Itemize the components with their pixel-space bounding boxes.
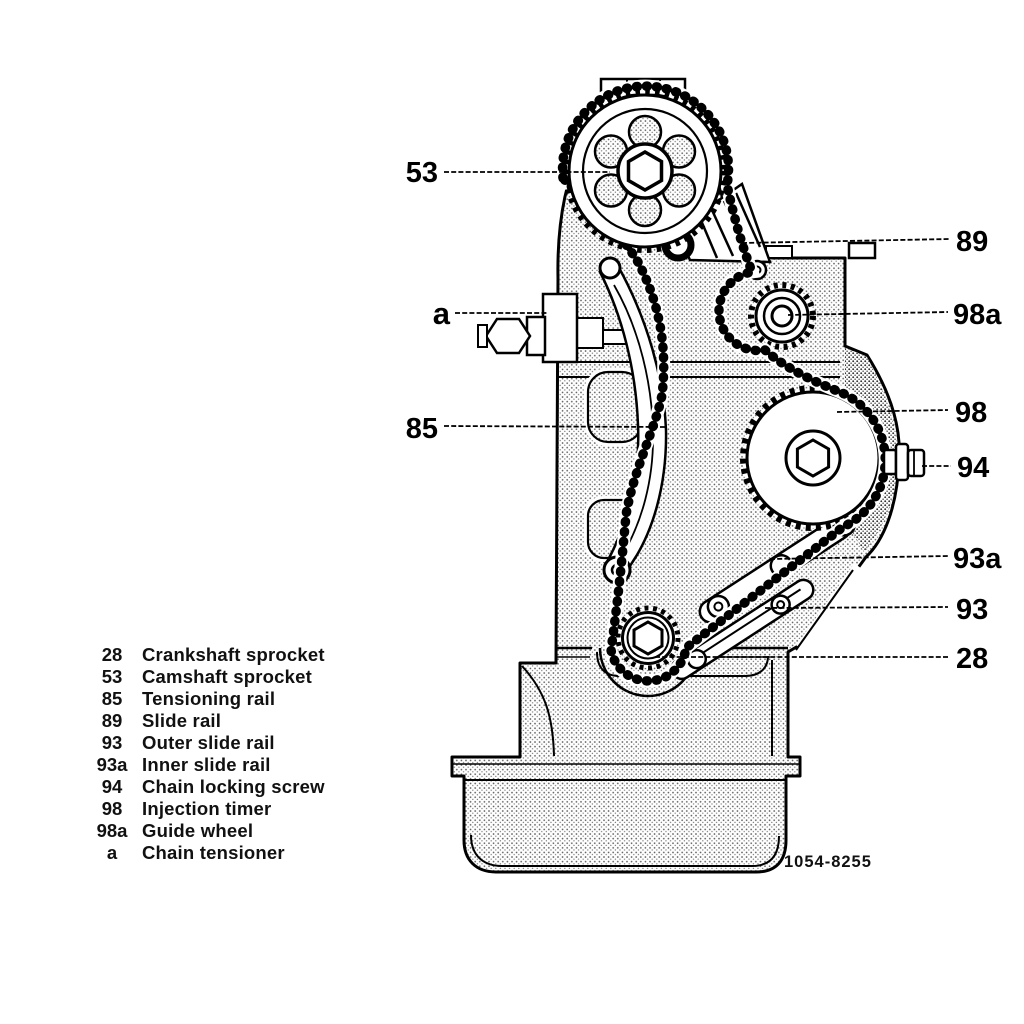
leader-98a <box>787 311 949 316</box>
crankshaft-sprocket <box>615 605 681 671</box>
legend-label: Chain locking screw <box>142 776 325 797</box>
guide-wheel <box>748 282 816 350</box>
callout-label-89: 89 <box>956 226 988 258</box>
leader-85 <box>443 425 666 428</box>
chain-locking-screw <box>882 442 926 482</box>
legend-row: 28 Crankshaft sprocket <box>88 644 325 666</box>
callout-leaders <box>443 171 951 658</box>
legend-row: 98 Injection timer <box>88 798 325 820</box>
legend-num: 93 <box>101 732 123 753</box>
legend-label: Outer slide rail <box>142 732 275 753</box>
legend-label: Injection timer <box>142 798 272 819</box>
legend-label: Inner slide rail <box>142 754 271 775</box>
callout-label-53: 53 <box>406 157 438 189</box>
callout-labels: 53 89 a 98a 85 98 94 93a 93 28 <box>406 157 1003 675</box>
callout-label-98: 98 <box>955 397 987 429</box>
legend-row: 89 Slide rail <box>88 710 325 732</box>
injection-timer <box>740 385 886 531</box>
legend-num: 53 <box>101 666 123 687</box>
legend-row: 94 Chain locking screw <box>88 776 325 798</box>
callout-label-85: 85 <box>406 413 438 445</box>
legend-row: 53 Camshaft sprocket <box>88 666 325 688</box>
callout-label-a: a <box>433 296 451 331</box>
legend-row: 93 Outer slide rail <box>88 732 325 754</box>
callout-label-93: 93 <box>956 594 988 626</box>
parts-legend: 28 Crankshaft sprocket 53 Camshaft sprocke… <box>88 644 325 864</box>
callout-label-28: 28 <box>956 643 988 675</box>
legend-label: Tensioning rail <box>142 688 276 709</box>
legend-num: 89 <box>101 710 123 731</box>
legend-row: 85 Tensioning rail <box>88 688 325 710</box>
legend-label: Chain tensioner <box>142 842 285 863</box>
legend-row: 93a Inner slide rail <box>88 754 325 776</box>
outer-slide-rail <box>670 578 815 681</box>
timing-chain <box>556 79 892 688</box>
legend-label: Camshaft sprocket <box>142 666 312 687</box>
leader-89 <box>741 238 951 244</box>
legend-label: Crankshaft sprocket <box>142 644 325 665</box>
legend-num: a <box>106 842 118 863</box>
injection-timer-hex <box>795 438 831 478</box>
legend-row: a Chain tensioner <box>88 842 325 864</box>
legend-num: 93a <box>96 754 128 775</box>
callout-label-94: 94 <box>957 452 989 484</box>
camshaft-sprocket <box>563 89 727 253</box>
legend-num: 28 <box>101 644 123 665</box>
casting-lines <box>452 361 862 867</box>
leader-98 <box>836 409 949 413</box>
chain-tensioner <box>477 292 628 364</box>
legend-label: Guide wheel <box>142 820 254 841</box>
legend-num: 85 <box>101 688 123 709</box>
legend-row: 98a Guide wheel <box>88 820 325 842</box>
leader-93 <box>764 606 949 609</box>
legend-label: Slide rail <box>142 710 222 731</box>
legend-num: 94 <box>101 776 123 797</box>
legend-num: 98a <box>96 820 128 841</box>
tensioner-bolt-hex <box>484 317 532 355</box>
figure-code: 1054-8255 <box>784 853 872 871</box>
legend-num: 98 <box>101 798 123 819</box>
camshaft-hex <box>626 149 664 193</box>
crankshaft-hex <box>632 620 664 656</box>
bolt-tab <box>847 241 877 260</box>
callout-label-93a: 93a <box>953 543 1002 575</box>
ledge-notch <box>765 245 793 259</box>
callout-label-98a: 98a <box>953 299 1002 331</box>
leader-93a <box>769 555 949 560</box>
